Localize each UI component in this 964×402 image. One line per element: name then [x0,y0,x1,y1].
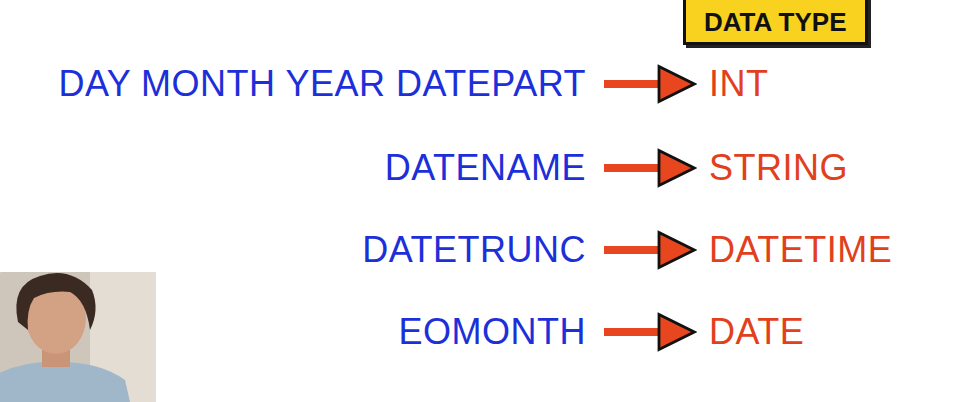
node-text: STRING [709,147,848,189]
node-text: DATETIME [709,229,892,271]
arrow-connector [604,80,675,88]
node-text: DATETRUNC [362,229,586,271]
function-label: DATENAME [381,145,590,191]
node-text: DATA TYPE [704,7,847,38]
type-label: DATETIME [705,227,896,273]
type-label: STRING [705,145,852,191]
type-tag: DATA TYPE [683,0,868,45]
function-label: DATETRUNC [358,227,590,273]
arrow-connector [604,164,675,172]
type-label: DATE [705,309,808,355]
arrow-connector [604,328,675,336]
node-text: DAY MONTH YEAR DATEPART [58,63,586,105]
webcam-inset [0,272,156,402]
function-label: DAY MONTH YEAR DATEPART [54,61,590,107]
node-text: DATENAME [385,147,586,189]
webcam-frame [0,272,156,402]
arrow-connector [604,246,675,254]
node-text: DATE [709,311,804,353]
type-label: INT [705,61,773,107]
node-text: INT [709,63,769,105]
person-shirt [0,362,130,402]
node-text: EOMONTH [399,311,587,353]
person-hair [16,273,95,330]
function-label: EOMONTH [395,309,591,355]
